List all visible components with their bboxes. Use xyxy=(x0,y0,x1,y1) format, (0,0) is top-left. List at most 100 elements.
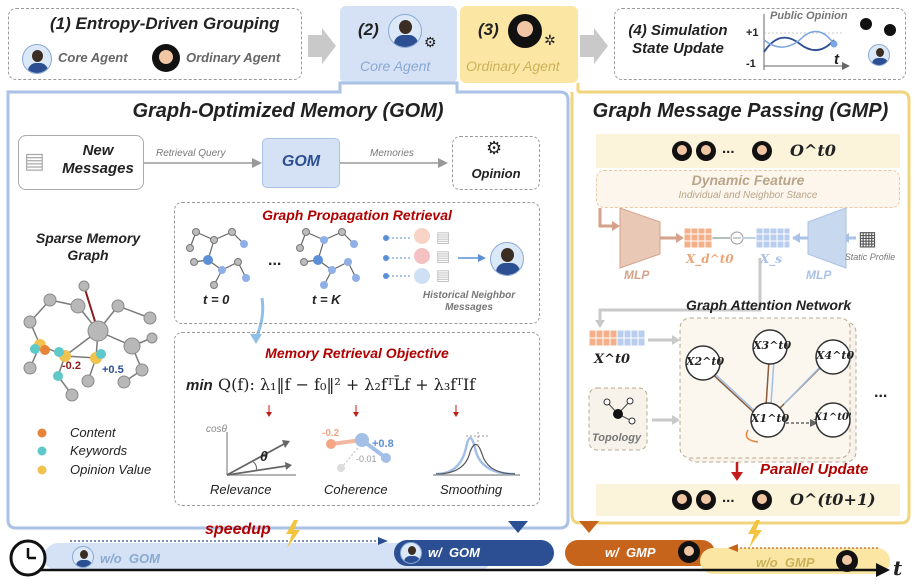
gpr-query-node-t0 xyxy=(203,255,213,265)
cos-label: cosθ xyxy=(206,424,227,435)
lightning-gmp-icon xyxy=(748,520,762,548)
mlp-right-shape xyxy=(807,207,847,269)
o-top-agent-c xyxy=(752,141,772,161)
coherence-pos: +0.8 xyxy=(372,438,394,450)
w-gom-label: w/ GOM xyxy=(428,545,480,560)
step3-ordinary-agent-icon xyxy=(508,14,542,48)
timeline-gom-track xyxy=(44,543,492,571)
ai-model-icon: ⚙ xyxy=(424,34,437,50)
neighbor-avatar-c xyxy=(414,268,430,284)
gat-node-x1: X1^t0 xyxy=(751,412,790,425)
xt0-label: X^t0 xyxy=(594,352,631,367)
sparse-neg-value: -0.2 xyxy=(62,360,81,372)
step4-box xyxy=(614,8,906,80)
step1-title: (1) Entropy-Driven Grouping xyxy=(50,14,280,33)
gom-panel xyxy=(6,81,570,530)
step4-title-line1: (4) Simulation xyxy=(628,22,728,39)
relevance-label: Relevance xyxy=(210,482,272,497)
wo-gmp-label: w/o GMP xyxy=(756,555,815,570)
mlp-right-label: MLP xyxy=(806,268,832,282)
o-bottom-agent-b xyxy=(696,490,716,510)
w-gom-agent-icon xyxy=(400,542,422,564)
gat-ellipsis: ... xyxy=(874,384,888,401)
gpr-t0-label: t = 0 xyxy=(203,292,230,307)
step1-ordinary-label: Ordinary Agent xyxy=(186,50,281,65)
static-profile-label: Static Profile xyxy=(844,252,896,262)
o-top-agent-b xyxy=(696,141,716,161)
gom-panel-tab xyxy=(508,521,528,533)
w-gom-pill xyxy=(394,540,554,566)
opinion-box xyxy=(452,136,540,190)
o-top-agent-a xyxy=(672,141,692,161)
w-gmp-pill xyxy=(565,540,715,566)
step1-box xyxy=(8,8,302,80)
o-top-dots: ... xyxy=(722,140,735,157)
relevance-plot xyxy=(226,432,296,476)
neighbor-avatar-a xyxy=(414,228,430,244)
step2-label: Core Agent xyxy=(360,58,431,74)
wo-gom-agent-icon xyxy=(72,546,94,568)
parallel-update-label: Parallel Update xyxy=(760,461,869,478)
gpr-tk-label: t = K xyxy=(312,292,341,307)
step3-title: (3) xyxy=(478,20,499,39)
gat-title: Graph Attention Network xyxy=(686,297,852,313)
ordinary-agent-icon xyxy=(152,44,180,72)
sparse-pos-value: +0.5 xyxy=(102,364,124,376)
o-bottom-agent-c xyxy=(752,490,772,510)
legend-dot-opinion xyxy=(37,465,47,475)
static-profile-icon: ▦ xyxy=(858,228,877,250)
xd-label: X_d^t0 xyxy=(686,252,734,266)
coherence-small: -0.01 xyxy=(356,454,377,464)
gat-attention-edges xyxy=(714,359,822,415)
retrieval-query-label: Retrieval Query xyxy=(156,148,226,159)
smoothing-plot xyxy=(433,432,520,476)
gat-node-x1-updated: X1^t0' xyxy=(814,412,852,423)
mlp-left-shape xyxy=(619,207,661,269)
step3-label: Ordinary Agent xyxy=(466,58,560,74)
gat-nodes xyxy=(685,329,851,438)
neighbor-avatars xyxy=(414,228,434,284)
formula-min: min xyxy=(186,377,213,394)
to-xt0-arrow xyxy=(598,258,762,322)
theta-label: θ xyxy=(260,448,268,464)
step4-agent-b-icon xyxy=(884,24,896,36)
dynamic-feature-title: Dynamic Feature xyxy=(691,172,805,188)
sparse-memory-title: Sparse Memory Graph xyxy=(35,230,141,263)
legend-dot-keywords xyxy=(37,446,47,456)
wo-gmp-agent-icon xyxy=(836,550,858,572)
w-gmp-agent-icon xyxy=(678,541,700,563)
sparse-graph-nodes xyxy=(23,280,158,402)
new-messages-box xyxy=(18,135,144,190)
gom-title: Graph-Optimized Memory (GOM) xyxy=(132,100,444,122)
o-bottom-label: O^(t0+1) xyxy=(790,490,876,509)
gpr-dots: ... xyxy=(268,252,282,269)
clock-icon xyxy=(9,539,47,577)
o-top-bar xyxy=(596,134,900,168)
dynamic-feature-box xyxy=(596,170,900,208)
step4-chart-label: Public Opinion xyxy=(770,10,848,22)
mro-title: Memory Retrieval Objective xyxy=(265,345,449,361)
gpr-nodes-tk xyxy=(296,228,346,266)
legend-content: Content xyxy=(70,425,116,440)
public-opinion-chart xyxy=(763,14,850,70)
step4-t: t xyxy=(834,51,839,68)
coherence-neg: -0.2 xyxy=(322,428,340,439)
step4-y-minus: -1 xyxy=(746,58,756,70)
objective-formula: Q(f): λ₁‖f − f₀‖² + λ₂fᵀL̄f + λ₃fᵀIf xyxy=(218,375,476,394)
gpr-nodes-t0 xyxy=(186,228,242,289)
step4-agent-a-icon xyxy=(860,18,872,30)
o-bottom-dots: ... xyxy=(722,489,735,506)
o-bottom-bar xyxy=(596,484,900,516)
xd-grid xyxy=(683,227,713,249)
gat-node-x4: X4^t0 xyxy=(816,349,855,362)
step4-y-plus: +1 xyxy=(746,27,759,39)
gpr-box xyxy=(174,202,540,324)
message-icon: ▤ xyxy=(24,148,45,173)
gat-node-x2: X2^t0 xyxy=(686,355,725,368)
topology-label: Topology xyxy=(592,432,642,444)
step2-title: (2) xyxy=(358,20,379,39)
core-agent-icon xyxy=(22,44,52,74)
xs-grid xyxy=(755,227,791,249)
gmp-panel-tab xyxy=(579,521,599,533)
opinion-ai-icon: ⚙ xyxy=(486,138,503,158)
